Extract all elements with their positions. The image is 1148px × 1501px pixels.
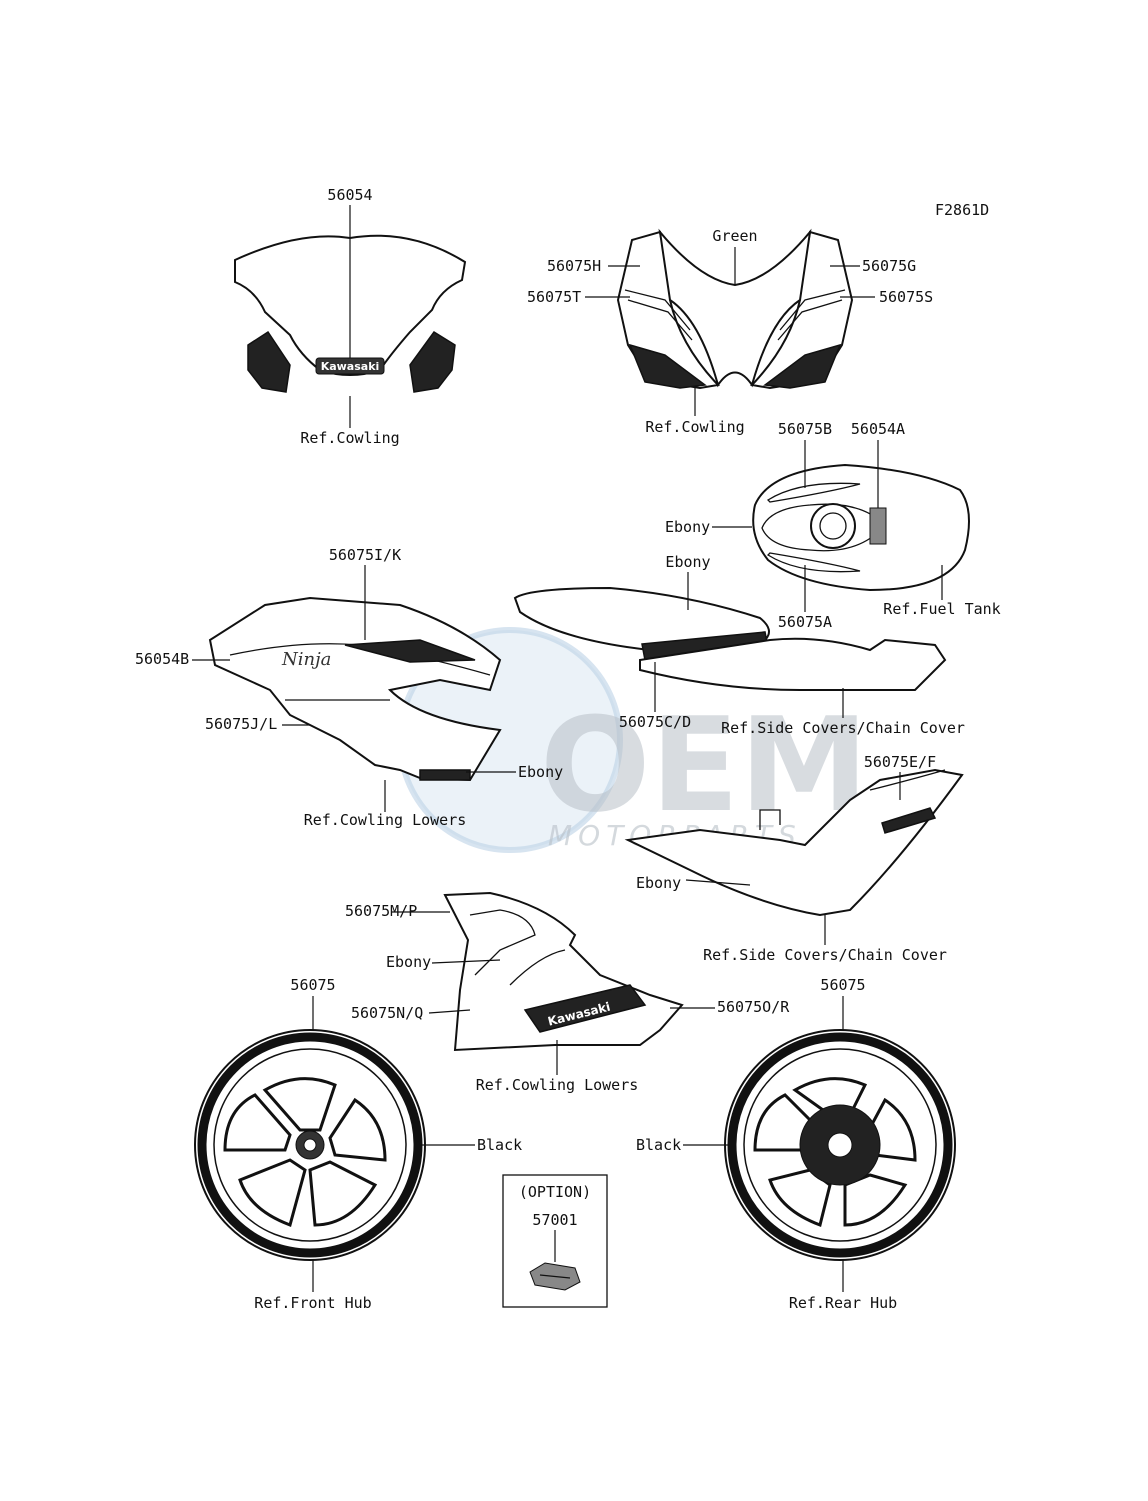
seat-color: Ebony bbox=[665, 553, 710, 571]
front-wheel-part: 56075 bbox=[290, 976, 335, 994]
side-fairing-stripe bbox=[344, 639, 476, 663]
windshield-right-mount bbox=[409, 330, 456, 393]
lower-cowl-decal bbox=[523, 984, 647, 1033]
rear-cover-ref: Ref.Side Covers/Chain Cover bbox=[703, 946, 947, 964]
side-fairing-56054b: 56054B bbox=[135, 650, 189, 668]
front-wheel-ref: Ref.Front Hub bbox=[254, 1294, 371, 1312]
fuel-tank-56054a: 56054A bbox=[851, 420, 905, 438]
side-fairing-jl: 56075J/L bbox=[205, 715, 277, 733]
fuel-tank bbox=[752, 463, 970, 592]
upper-cowl-g: 56075G bbox=[862, 257, 916, 275]
seat-ref: Ref.Side Covers/Chain Cover bbox=[721, 719, 965, 737]
seat-group: Ebony 56075C/D Ref.Side Covers/Chain Cov… bbox=[513, 553, 965, 737]
figure-code: F2861D bbox=[935, 201, 989, 219]
option-title: (OPTION) bbox=[519, 1183, 591, 1201]
lower-cowl-color: Ebony bbox=[386, 953, 431, 971]
lower-cowl-or: 56075O/R bbox=[717, 998, 790, 1016]
windshield-ref: Ref.Cowling bbox=[300, 429, 399, 447]
fuel-tank-decal bbox=[869, 507, 887, 545]
upper-cowl-left-lower bbox=[628, 343, 707, 389]
watermark-brand: OEM bbox=[540, 689, 869, 841]
upper-cowl-color: Green bbox=[712, 227, 757, 245]
lower-cowl-ref: Ref.Cowling Lowers bbox=[476, 1076, 639, 1094]
side-fairing-ref: Ref.Cowling Lowers bbox=[304, 811, 467, 829]
option-box: (OPTION) 57001 bbox=[502, 1174, 608, 1308]
windshield-group: Kawasaki 56054 Ref.Cowling bbox=[234, 186, 467, 447]
fuel-tank-ref: Ref.Fuel Tank bbox=[883, 600, 1000, 618]
fuel-tank-b: 56075B bbox=[778, 420, 832, 438]
option-part: 57001 bbox=[532, 1211, 577, 1229]
fuel-tank-color: Ebony bbox=[665, 518, 710, 536]
upper-cowl-group: Green 56075H 56075T 56075G 56075S Ref.Co… bbox=[527, 227, 933, 436]
lower-cowl-mp: 56075M/P bbox=[345, 902, 417, 920]
watermark-globe-icon bbox=[400, 630, 620, 850]
seat-part bbox=[513, 586, 770, 652]
side-fairing-group: Ninja 56075I/K 56054B 56075J/L Ebony Ref… bbox=[135, 546, 563, 829]
windshield-logo-text: Kawasaki bbox=[321, 360, 380, 373]
rear-wheel-part: 56075 bbox=[820, 976, 865, 994]
rear-side-cover bbox=[624, 768, 964, 917]
tail-cover bbox=[639, 637, 947, 691]
windshield-part-number: 56054 bbox=[327, 186, 372, 204]
rear-cover-decal bbox=[881, 807, 937, 834]
side-fairing-ik: 56075I/K bbox=[329, 546, 401, 564]
upper-cowl-right-lower bbox=[763, 343, 842, 389]
ninja-logo-icon: Ninja bbox=[281, 649, 331, 670]
rear-cover-group: 56075E/F Ebony Ref.Side Covers/Chain Cov… bbox=[624, 753, 964, 964]
windshield-left-mount bbox=[247, 330, 291, 393]
fuel-tank-a: 56075A bbox=[778, 613, 832, 631]
rear-wheel-group: 56075 Black Ref.Rear Hub bbox=[636, 976, 956, 1312]
upper-cowl-ref: Ref.Cowling bbox=[645, 418, 744, 436]
rear-cover-color: Ebony bbox=[636, 874, 681, 892]
front-wheel-group: 56075 Black Ref.Front Hub bbox=[194, 976, 522, 1312]
upper-cowl-t: 56075T bbox=[527, 288, 581, 306]
rear-wheel-ref: Ref.Rear Hub bbox=[789, 1294, 897, 1312]
front-wheel-color: Black bbox=[477, 1136, 522, 1154]
rear-wheel-color: Black bbox=[636, 1136, 681, 1154]
lower-cowl-group: Kawasaki 56075M/P Ebony 56075N/Q 56075O/… bbox=[345, 891, 790, 1094]
upper-cowl-s: 56075S bbox=[879, 288, 933, 306]
upper-cowl-center bbox=[658, 228, 812, 388]
upper-cowl-h: 56075H bbox=[547, 257, 601, 275]
side-fairing-color: Ebony bbox=[518, 763, 563, 781]
rear-cover-ef: 56075E/F bbox=[864, 753, 936, 771]
watermark: OEM MOTORPARTS bbox=[397, 627, 869, 853]
lower-cowl-nq: 56075N/Q bbox=[351, 1004, 423, 1022]
fuel-tank-group: 56075B 56054A Ebony 56075A Ref.Fuel Tank bbox=[665, 420, 1001, 631]
seat-cd: 56075C/D bbox=[619, 713, 691, 731]
